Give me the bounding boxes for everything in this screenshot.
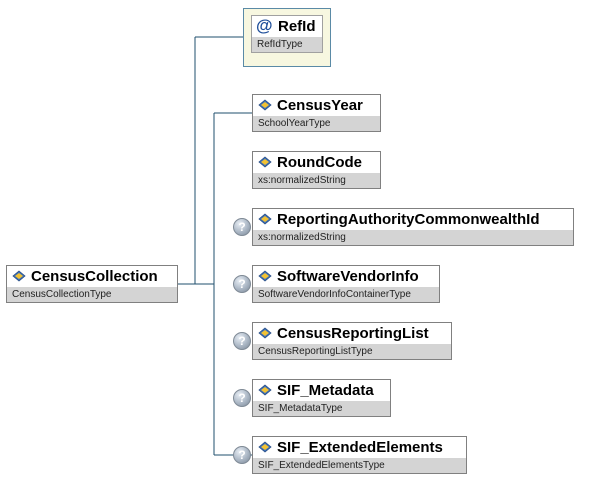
attribute-type: RefIdType <box>252 37 322 52</box>
optional-icon: ? <box>233 446 251 464</box>
child-element[interactable]: CensusReportingList CensusReportingListT… <box>252 322 452 360</box>
child-element-type: SchoolYearType <box>253 116 380 131</box>
element-icon <box>258 384 272 396</box>
child-element-type: SIF_MetadataType <box>253 401 390 416</box>
child-element[interactable]: SoftwareVendorInfo SoftwareVendorInfoCon… <box>252 265 440 303</box>
element-icon <box>258 441 272 453</box>
element-icon <box>258 270 272 282</box>
element-icon <box>258 213 272 225</box>
attribute-name: RefId <box>278 18 316 35</box>
child-element[interactable]: RoundCode xs:normalizedString <box>252 151 381 189</box>
child-element-type: xs:normalizedString <box>253 230 573 245</box>
attribute-box[interactable]: @ RefId RefIdType <box>243 8 331 67</box>
child-element-type: SoftwareVendorInfoContainerType <box>253 287 439 302</box>
child-element-name: CensusReportingList <box>277 325 429 342</box>
child-element-type: SIF_ExtendedElementsType <box>253 458 466 473</box>
root-element-type: CensusCollectionType <box>7 287 177 302</box>
child-element[interactable]: SIF_Metadata SIF_MetadataType <box>252 379 391 417</box>
child-element[interactable]: ReportingAuthorityCommonwealthId xs:norm… <box>252 208 574 246</box>
optional-icon: ? <box>233 389 251 407</box>
optional-icon: ? <box>233 332 251 350</box>
root-element[interactable]: CensusCollection CensusCollectionType <box>6 265 178 303</box>
child-element-type: CensusReportingListType <box>253 344 451 359</box>
child-element-name: SIF_Metadata <box>277 382 374 399</box>
optional-icon: ? <box>233 218 251 236</box>
child-element-name: ReportingAuthorityCommonwealthId <box>277 211 540 228</box>
element-icon <box>258 156 272 168</box>
root-element-name: CensusCollection <box>31 268 158 285</box>
child-element-name: RoundCode <box>277 154 362 171</box>
element-icon <box>258 327 272 339</box>
attribute-icon: @ <box>256 16 273 35</box>
element-icon <box>258 99 272 111</box>
child-element[interactable]: CensusYear SchoolYearType <box>252 94 381 132</box>
child-element-type: xs:normalizedString <box>253 173 380 188</box>
attribute-node: @ RefId RefIdType <box>251 15 323 53</box>
child-element[interactable]: SIF_ExtendedElements SIF_ExtendedElement… <box>252 436 467 474</box>
child-element-name: SoftwareVendorInfo <box>277 268 419 285</box>
optional-icon: ? <box>233 275 251 293</box>
child-element-name: SIF_ExtendedElements <box>277 439 443 456</box>
element-icon <box>12 270 26 282</box>
child-element-name: CensusYear <box>277 97 363 114</box>
